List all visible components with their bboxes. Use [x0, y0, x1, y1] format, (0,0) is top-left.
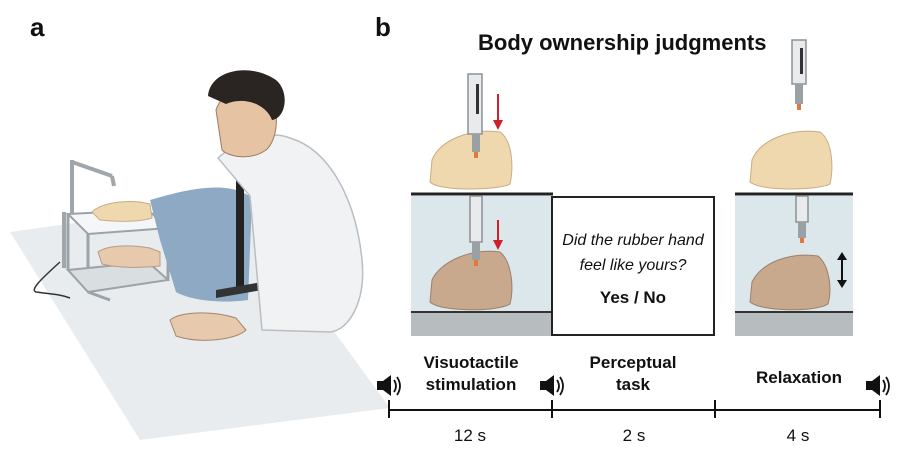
panel-label-b: b [375, 12, 391, 42]
diagram-title: Body ownership judgments [478, 30, 767, 55]
real-hand-bottom [429, 250, 513, 311]
phase-label-line: Relaxation [756, 368, 842, 387]
duration-task: 2 s [622, 426, 646, 445]
panel-label-a: a [30, 12, 45, 42]
cable [33, 261, 71, 299]
phase-label-line: stimulation [425, 375, 517, 394]
question-line-1: Did the rubber hand [562, 232, 704, 249]
cloth-cover [150, 187, 252, 302]
real-hand-relax [749, 254, 831, 311]
free-hand [169, 312, 247, 341]
answer-options: Yes / No [599, 288, 667, 307]
speaker-icon [866, 375, 890, 396]
speaker-icon [540, 375, 564, 396]
setup-illustration [10, 70, 390, 440]
phase-label-line: task [615, 375, 651, 394]
phase-label-line: Perceptual [589, 353, 677, 372]
perceptual-task-question-box: Did the rubber hand feel like yours? Yes… [551, 196, 715, 336]
movement-arrow [837, 252, 847, 288]
stimulation-rods [62, 160, 116, 268]
phase-label-stimulation: Visuotactile stimulation [406, 352, 536, 396]
question-line-2: feel like yours? [579, 257, 687, 274]
duration-stimulation: 12 s [453, 426, 487, 445]
timeline [388, 400, 881, 418]
stimulator-bottom-relax [795, 195, 809, 223]
frame-stimulation [411, 73, 553, 336]
stroke-direction-arrows [493, 94, 503, 250]
phase-label-line: Visuotactile [423, 353, 519, 372]
rubber-hand-top [429, 130, 513, 190]
duration-relaxation: 4 s [786, 426, 810, 445]
phase-label-relaxation: Relaxation [734, 367, 864, 389]
frame-relaxation [735, 39, 853, 336]
speaker-icon [377, 375, 401, 396]
chin-rest [236, 160, 244, 290]
stimulator-top-relax [791, 39, 807, 85]
rubber-hand-top-relax [749, 130, 833, 190]
person-hair [208, 70, 285, 120]
phase-label-task: Perceptual task [568, 352, 698, 396]
rubber-hand [91, 201, 153, 222]
stimulator-top [467, 73, 483, 135]
stimulator-bottom [469, 195, 483, 243]
real-hand-hidden [97, 245, 161, 268]
